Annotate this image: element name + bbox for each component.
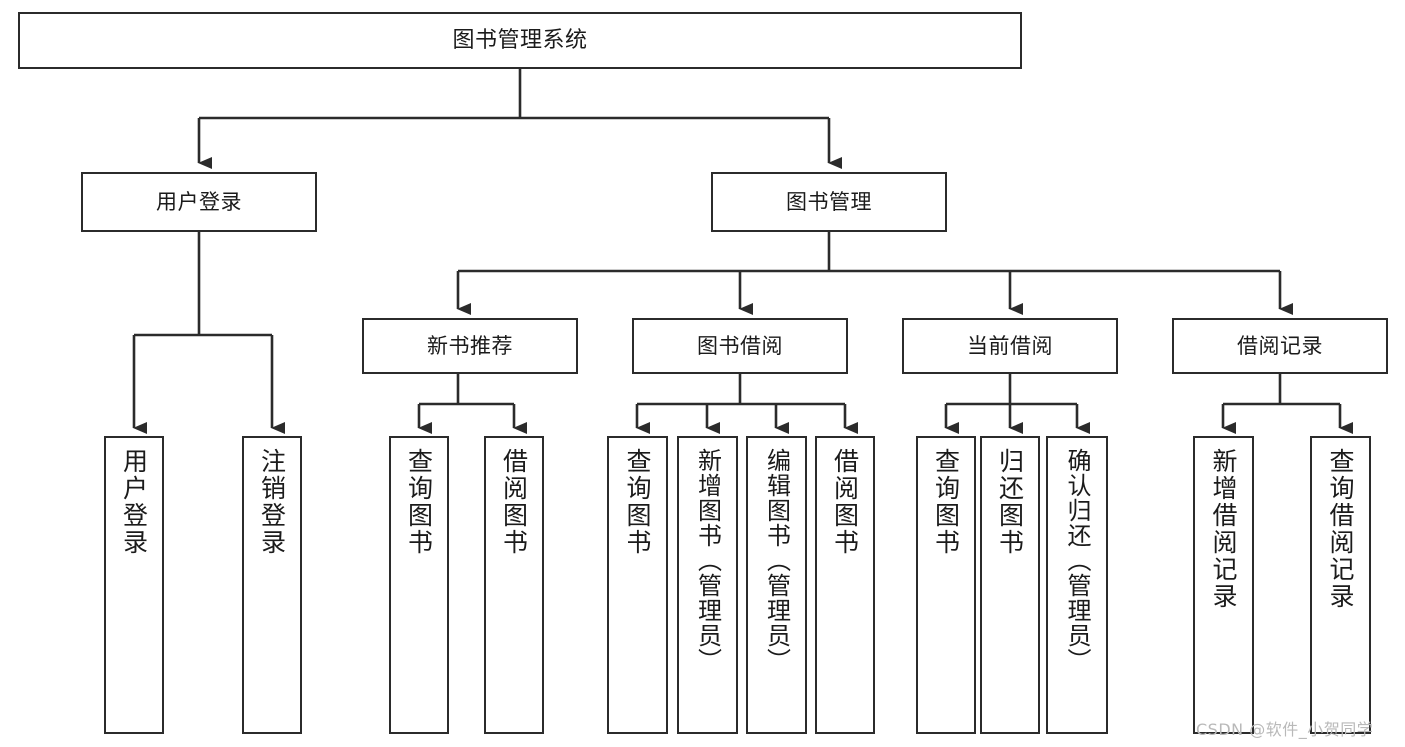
node-leaf-add-book-label: 新增图书（管理员） <box>693 448 722 673</box>
node-borrow-record-label: 借阅记录 <box>1237 333 1323 358</box>
node-leaf-user-login-label: 用户登录 <box>119 448 149 556</box>
node-leaf-user-logout-label: 注销登录 <box>257 448 287 556</box>
node-leaf-return-book-label: 归还图书 <box>995 448 1025 556</box>
node-root-label: 图书管理系统 <box>452 27 588 53</box>
node-leaf-edit-book[interactable]: 编辑图书（管理员） <box>746 436 807 734</box>
node-leaf-query-book-1-label: 查询图书 <box>404 448 434 556</box>
node-user-login-label: 用户登录 <box>156 189 242 214</box>
node-leaf-borrow-book-2[interactable]: 借阅图书 <box>815 436 875 734</box>
node-leaf-borrow-book-1[interactable]: 借阅图书 <box>484 436 544 734</box>
node-leaf-return-book[interactable]: 归还图书 <box>980 436 1040 734</box>
node-leaf-user-logout[interactable]: 注销登录 <box>242 436 302 734</box>
node-book-borrow[interactable]: 图书借阅 <box>632 318 848 374</box>
node-leaf-query-book-3[interactable]: 查询图书 <box>916 436 976 734</box>
node-leaf-confirm-return-label: 确认归还（管理员） <box>1063 448 1091 673</box>
node-root[interactable]: 图书管理系统 <box>18 12 1022 69</box>
csdn-watermark: CSDN @软件_小贺同学 <box>1196 720 1374 739</box>
node-book-borrow-label: 图书借阅 <box>697 333 783 358</box>
node-book-manage-label: 图书管理 <box>786 189 872 214</box>
node-leaf-borrow-book-1-label: 借阅图书 <box>499 448 529 556</box>
node-leaf-edit-book-label: 编辑图书（管理员） <box>762 448 791 673</box>
node-leaf-query-record[interactable]: 查询借阅记录 <box>1310 436 1371 734</box>
node-book-manage[interactable]: 图书管理 <box>711 172 947 232</box>
node-leaf-user-login[interactable]: 用户登录 <box>104 436 164 734</box>
node-leaf-confirm-return[interactable]: 确认归还（管理员） <box>1046 436 1108 734</box>
node-current-borrow[interactable]: 当前借阅 <box>902 318 1118 374</box>
node-leaf-add-book[interactable]: 新增图书（管理员） <box>677 436 738 734</box>
node-new-book-rec-label: 新书推荐 <box>427 333 513 358</box>
node-leaf-query-book-2[interactable]: 查询图书 <box>607 436 668 734</box>
node-leaf-add-record[interactable]: 新增借阅记录 <box>1193 436 1254 734</box>
node-borrow-record[interactable]: 借阅记录 <box>1172 318 1388 374</box>
node-leaf-query-record-label: 查询借阅记录 <box>1326 448 1355 610</box>
node-leaf-query-book-2-label: 查询图书 <box>623 448 652 556</box>
node-leaf-borrow-book-2-label: 借阅图书 <box>830 448 860 556</box>
node-current-borrow-label: 当前借阅 <box>967 333 1053 358</box>
node-leaf-query-book-3-label: 查询图书 <box>931 448 961 556</box>
node-new-book-rec[interactable]: 新书推荐 <box>362 318 578 374</box>
node-leaf-add-record-label: 新增借阅记录 <box>1209 448 1238 610</box>
node-user-login[interactable]: 用户登录 <box>81 172 317 232</box>
node-leaf-query-book-1[interactable]: 查询图书 <box>389 436 449 734</box>
